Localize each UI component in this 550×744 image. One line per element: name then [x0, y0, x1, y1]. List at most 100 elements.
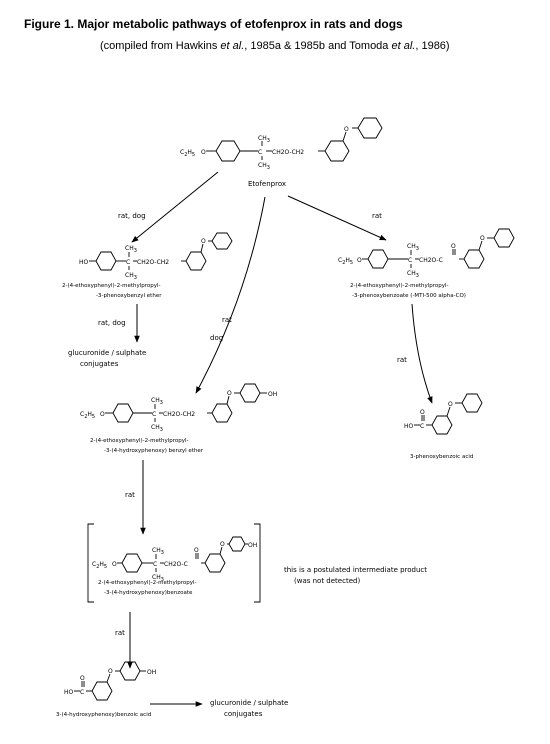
benzene-ring: [367, 249, 389, 269]
benzene-ring: [95, 251, 117, 271]
arrow-to-benzoate: [287, 195, 387, 241]
conjugates-label: glucuronide / sulphate: [210, 699, 288, 707]
subtitle-et-al: et al.: [220, 40, 245, 52]
carbonyl-oxygen-label: O: [80, 675, 85, 682]
methyl-label: CH3: [125, 272, 137, 281]
ether-oxygen-label: O: [480, 235, 485, 242]
hydroxyphenoxybenzoic-acid-structure: HO C O O OH 3-(4-hydroxyphenoxy)benzoic …: [56, 661, 156, 718]
linker-label: CH2O-C: [419, 257, 443, 264]
arrow-label: dog: [210, 334, 223, 342]
benzene-ring: [357, 117, 383, 139]
linker-label: CH2O-C: [164, 561, 188, 568]
arrow-label: rat: [222, 316, 232, 324]
methyl-label: CH3: [407, 270, 419, 279]
carboxyl-carbon-label: C: [420, 423, 424, 430]
bond: [446, 406, 451, 417]
benzene-ring: [228, 536, 246, 552]
benzene-ring: [463, 249, 485, 269]
compound-name: 3-phenoxybenzoic acid: [410, 454, 473, 460]
carbonyl-oxygen-label: O: [420, 409, 425, 416]
benzene-ring: [431, 415, 453, 435]
methyl-label: CH3: [151, 397, 163, 406]
hydroxy-benzoate-structure: C2H5 O C CH3 CH3 CH2O-C O O OH 2-(4-etho…: [92, 536, 257, 596]
figure-title: Figure 1. Major metabolic pathways of et…: [24, 17, 403, 31]
quaternary-carbon-label: C: [126, 259, 130, 266]
conjugates-label: conjugates: [80, 360, 119, 368]
benzene-ring: [121, 553, 143, 573]
quaternary-carbon-label: C: [153, 561, 157, 568]
left-bracket: [87, 523, 94, 603]
arrow-to-phenoxybenzoic-acid: [411, 303, 433, 404]
compound-name: 2-(4-ethoxyphenyl)-2-methylpropyl-: [350, 283, 449, 289]
ether-oxygen-label: O: [448, 401, 453, 408]
compound-name: 2-(4-ethoxyphenyl)-2-methylpropyl-: [98, 580, 197, 586]
benzene-ring: [112, 403, 134, 423]
bond: [106, 673, 111, 683]
quaternary-carbon-label: C: [152, 411, 156, 418]
ether-oxygen-label: O: [108, 668, 113, 675]
subtitle-part: , 1985a & 1985b and Tomoda: [244, 40, 392, 52]
carboxyl-carbon-label: C: [80, 689, 84, 696]
compound-name: -3-(4-hydroxyphenoxy) benzyl ether: [104, 448, 204, 454]
linker-label: CH2O-CH2: [163, 411, 195, 418]
compound-name: -3-phenoxybenzoate (-MTI-500 alpha-CO): [352, 293, 466, 299]
benzene-ring: [493, 228, 515, 248]
right-bracket: [254, 523, 261, 603]
ether-oxygen-label: O: [227, 390, 232, 397]
hydroxy-benzyl-ether-structure: C2H5 O C CH3 CH3 CH2O-CH2 O OH 2-(4-etho…: [80, 383, 277, 454]
arrow-label: rat, dog: [98, 319, 126, 327]
ether-oxygen-label: O: [201, 238, 206, 245]
subtitle-part: , 1986): [415, 40, 450, 52]
arrow-label: rat: [372, 212, 382, 220]
ethyl-label: C2H5: [92, 561, 107, 570]
bond: [219, 546, 223, 555]
benzene-ring: [185, 251, 207, 271]
bond: [200, 243, 204, 253]
arrow-to-hydroxy-ether: [195, 196, 266, 394]
benzene-ring: [324, 140, 350, 162]
benzene-ring: [91, 681, 113, 701]
arrow-label: rat: [125, 491, 135, 499]
hydroxyl-label: HO: [79, 259, 89, 266]
compound-name: -3-phenoxybenzyl ether: [96, 293, 162, 299]
bond: [342, 131, 347, 142]
arrow-to-benzyl-ether: [131, 171, 219, 243]
methyl-label: CH3: [152, 547, 164, 556]
benzene-ring: [461, 393, 483, 413]
bond: [226, 395, 230, 405]
ethyl-label: C2H5: [338, 257, 353, 266]
arrow-label: rat, dog: [118, 212, 146, 220]
benzene-ring: [211, 403, 233, 423]
hydroxyl-label: HO: [404, 423, 414, 430]
quaternary-carbon-label: C: [408, 257, 412, 264]
etofenprox-structure: C2H5 O C CH3 CH3 CH2O-CH2 O Etofenprox: [180, 117, 383, 188]
benzene-ring: [215, 140, 241, 162]
ether-oxygen-label: O: [220, 541, 225, 548]
intermediate-note: (was not detected): [294, 577, 360, 585]
arrow-label: rat: [115, 629, 125, 637]
ether-oxygen-label: O: [344, 126, 349, 133]
compound-name: -3-(4-hydroxyphenoxy)benzoate: [104, 590, 193, 596]
carbonyl-oxygen-label: O: [451, 243, 456, 250]
compound-name: Etofenprox: [248, 180, 286, 188]
compound-name: 3-(4-hydroxyphenoxy)benzoic acid: [56, 712, 151, 718]
linker-label: CH2O-CH2: [137, 259, 169, 266]
methyl-label: CH3: [151, 424, 163, 433]
methyl-label: CH3: [258, 135, 270, 144]
quaternary-carbon-label: C: [258, 149, 262, 156]
arrow-label: rat: [397, 356, 407, 364]
benzene-ring: [239, 383, 261, 403]
conjugates-label: conjugates: [224, 710, 263, 718]
benzene-ring: [211, 232, 233, 250]
bond: [478, 240, 483, 251]
hydroxyl-label: OH: [147, 669, 156, 676]
methyl-label: CH3: [125, 245, 137, 254]
subtitle-et-al: et al.: [391, 40, 416, 52]
ether-oxygen-label: O: [201, 149, 206, 156]
methyl-label: CH3: [407, 243, 419, 252]
subtitle-part: (compiled from Hawkins: [100, 40, 221, 52]
methyl-label: CH3: [152, 574, 164, 583]
compound-name: 2-(4-ethoxyphenyl)-2-methylpropyl-: [62, 283, 161, 289]
phenoxybenzoic-acid-structure: HO C O O 3-phenoxybenzoic acid: [404, 393, 483, 460]
